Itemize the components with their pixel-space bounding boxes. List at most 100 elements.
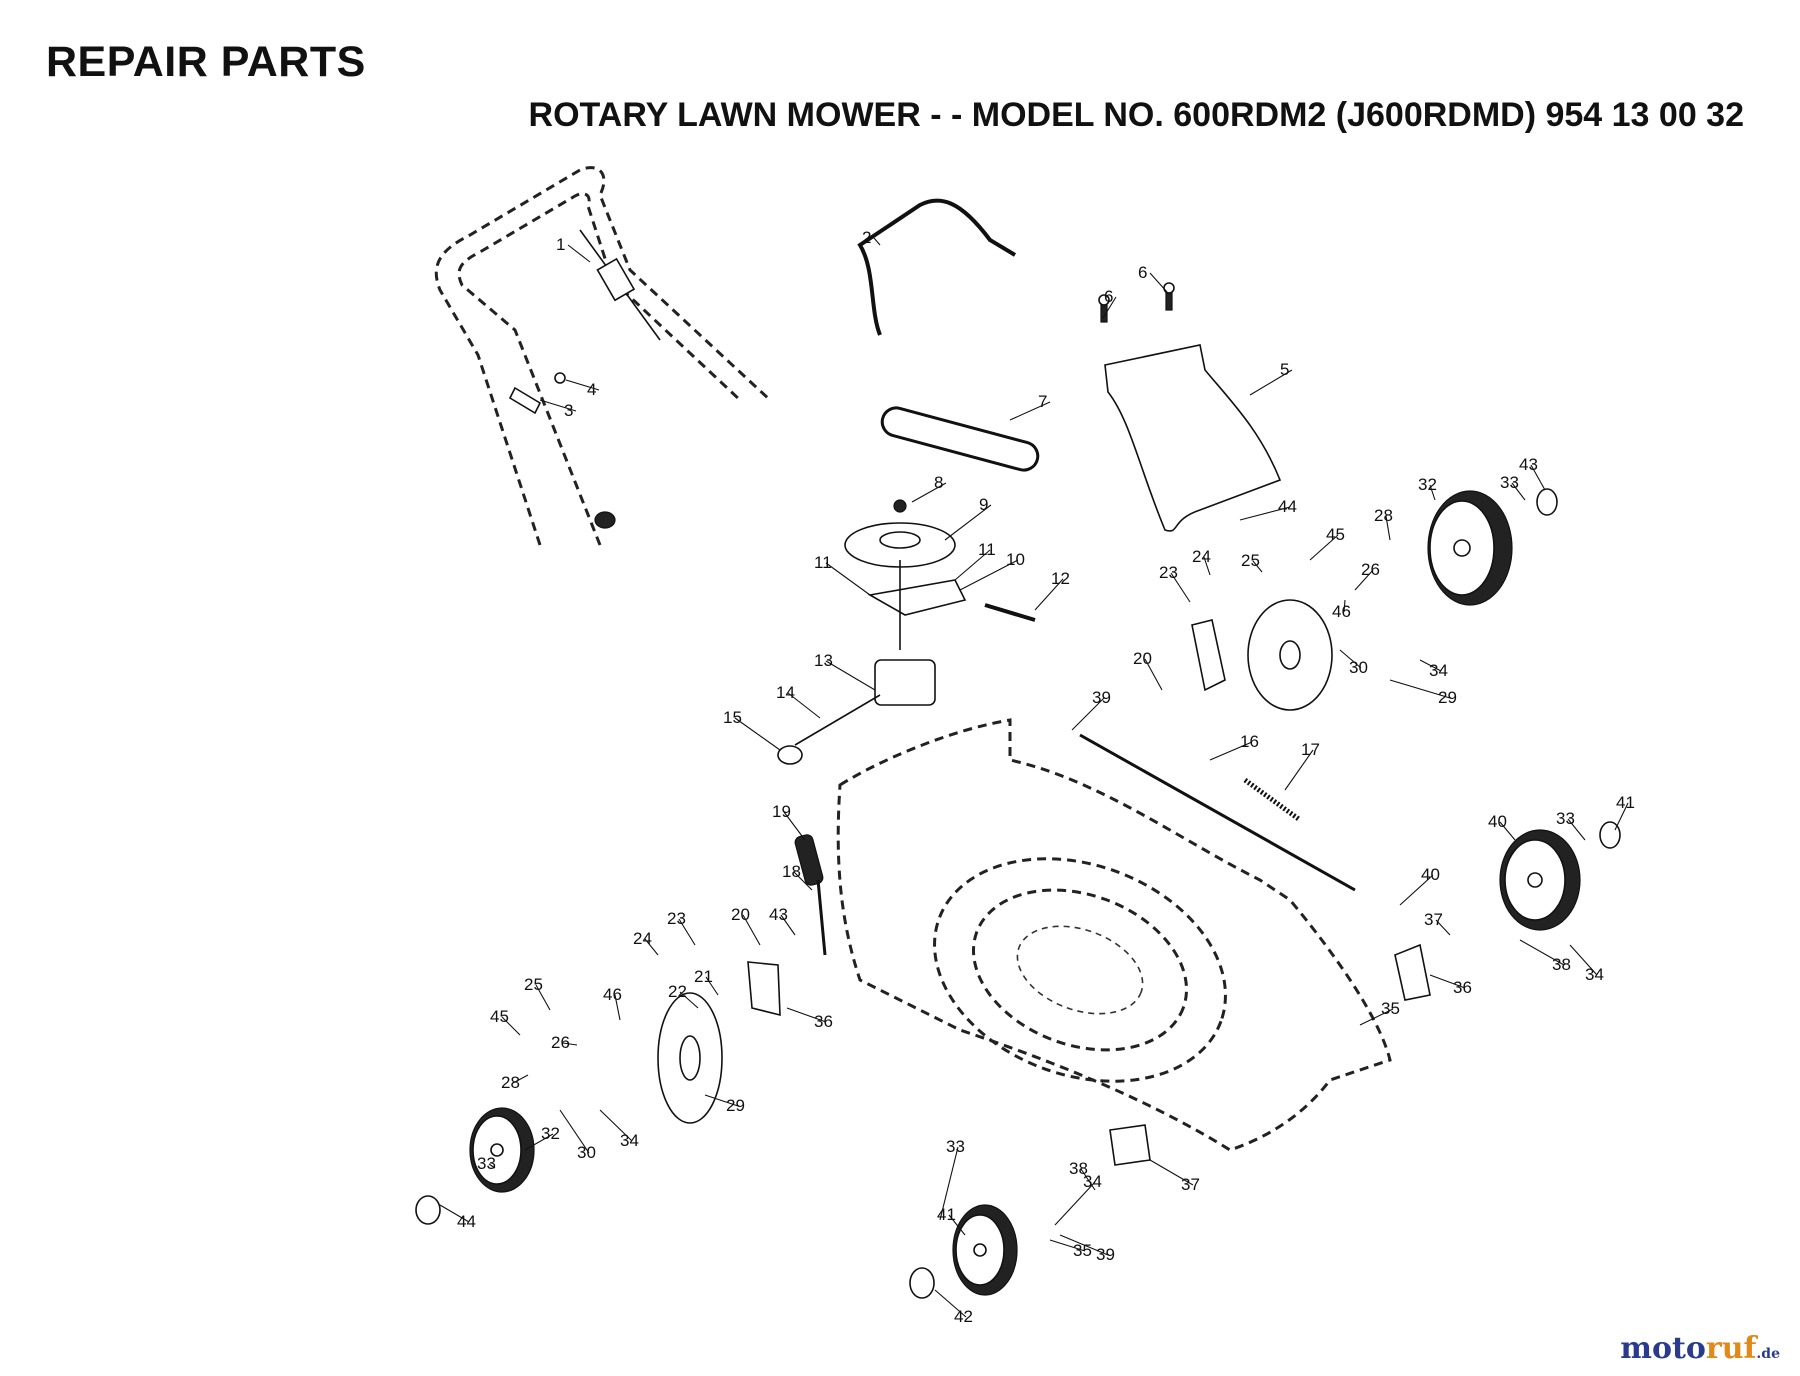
callout-leader: [944, 504, 992, 541]
callout-leader: [1049, 1239, 1086, 1252]
callout-30: 30: [1349, 658, 1368, 677]
callout-leader: [1149, 1159, 1194, 1186]
callout-leader: [1252, 560, 1263, 573]
callout-41: 41: [1616, 793, 1635, 812]
callout-leader: [1080, 1168, 1096, 1191]
callout-19: 19: [772, 802, 791, 821]
callout-36: 36: [814, 1012, 833, 1031]
callout-leader: [1567, 818, 1586, 841]
callout-38: 38: [1552, 955, 1571, 974]
callout-leader: [825, 562, 871, 596]
callout-leader: [1385, 515, 1391, 541]
callout-44: 44: [1278, 497, 1297, 516]
drive-gear-right: [1247, 599, 1333, 711]
rod: [1079, 733, 1356, 892]
callout-leader: [488, 1163, 496, 1169]
callout-29: 29: [726, 1096, 745, 1115]
callout-15: 15: [723, 708, 742, 727]
callout-29: 29: [1438, 688, 1457, 707]
callout-20: 20: [1133, 649, 1152, 668]
callout-33: 33: [946, 1137, 965, 1156]
callout-leader: [1209, 741, 1253, 761]
callout-leader: [567, 244, 591, 263]
callout-24: 24: [1192, 547, 1211, 566]
callout-24: 24: [633, 929, 652, 948]
hubcap-43-right: [1536, 488, 1558, 516]
callout-34: 34: [1083, 1172, 1102, 1191]
page-title: REPAIR PARTS: [46, 38, 366, 86]
callout-leader: [1614, 802, 1629, 831]
callout-leader: [535, 984, 551, 1011]
spring: [1243, 777, 1302, 823]
callout-leader: [1569, 944, 1598, 976]
callout-23: 23: [1159, 563, 1178, 582]
hubcap-41-right: [1599, 821, 1621, 849]
callout-leader: [678, 918, 696, 946]
callout-8: 8: [934, 473, 943, 492]
callout-43: 43: [769, 905, 788, 924]
front-wheel-right: [1499, 829, 1581, 931]
callout-leader: [1389, 679, 1451, 699]
callout-42: 42: [954, 1307, 973, 1326]
bracket-36-left: [1109, 1124, 1151, 1166]
callout-leader: [793, 871, 813, 891]
bracket-35-left: [747, 961, 781, 1017]
callout-26: 26: [551, 1033, 570, 1052]
callout-39: 39: [1092, 688, 1111, 707]
callout-leader: [559, 1109, 590, 1154]
callout-11: 11: [978, 540, 996, 559]
callout-leader: [705, 976, 719, 996]
watermark-logo: motoruf.de: [1620, 1331, 1780, 1366]
rear-wheel-left: [469, 1107, 535, 1193]
callout-leader: [1054, 1181, 1096, 1226]
callout-leader: [1499, 821, 1516, 841]
callout-leader: [1102, 296, 1117, 319]
callout-39: 39: [1096, 1245, 1115, 1264]
callout-leader: [501, 1016, 521, 1036]
transmission-assembly: [777, 560, 1036, 765]
callout-1: 1: [556, 235, 565, 254]
callout-leader: [1435, 919, 1451, 936]
callout-45: 45: [490, 1007, 509, 1026]
callout-leader: [1354, 569, 1374, 591]
belt: [880, 406, 1040, 472]
callout-40: 40: [1488, 812, 1507, 831]
callout-leader: [1249, 369, 1293, 396]
callout-32: 32: [1418, 475, 1437, 494]
callout-leader: [1309, 534, 1339, 561]
callout-leader: [783, 811, 806, 841]
callout-leader: [742, 914, 761, 946]
callout-9: 9: [979, 495, 988, 514]
callout-10: 10: [1006, 550, 1025, 569]
callout-leader: [1239, 506, 1291, 521]
callout-leader: [1429, 484, 1436, 501]
front-wheel-left: [952, 1204, 1018, 1296]
callout-leader: [1511, 482, 1526, 501]
callout-leader: [934, 1289, 967, 1318]
callout-13: 13: [814, 651, 833, 670]
callout-leader: [1284, 749, 1314, 791]
callout-leader: [644, 938, 659, 956]
callout-38: 38: [1069, 1159, 1088, 1178]
pulley: [844, 499, 956, 568]
callout-34: 34: [620, 1131, 639, 1150]
height-lever: [794, 834, 827, 956]
callout-20: 20: [731, 905, 750, 924]
callout-leader: [1339, 649, 1362, 669]
callout-23: 23: [667, 909, 686, 928]
callout-leader: [614, 994, 621, 1021]
drive-gear-left: [657, 992, 723, 1124]
callout-leader: [1009, 401, 1051, 421]
callout-28: 28: [1374, 506, 1393, 525]
callout-leader: [948, 1214, 966, 1236]
callout-41: 41: [937, 1205, 956, 1224]
callout-3: 3: [564, 401, 573, 420]
callout-leader: [734, 717, 781, 751]
callout-33: 33: [1500, 473, 1519, 492]
callout-14: 14: [776, 683, 795, 702]
callout-leader: [1419, 659, 1442, 672]
callout-leader: [1059, 1234, 1109, 1256]
callout-leader: [1203, 556, 1211, 576]
